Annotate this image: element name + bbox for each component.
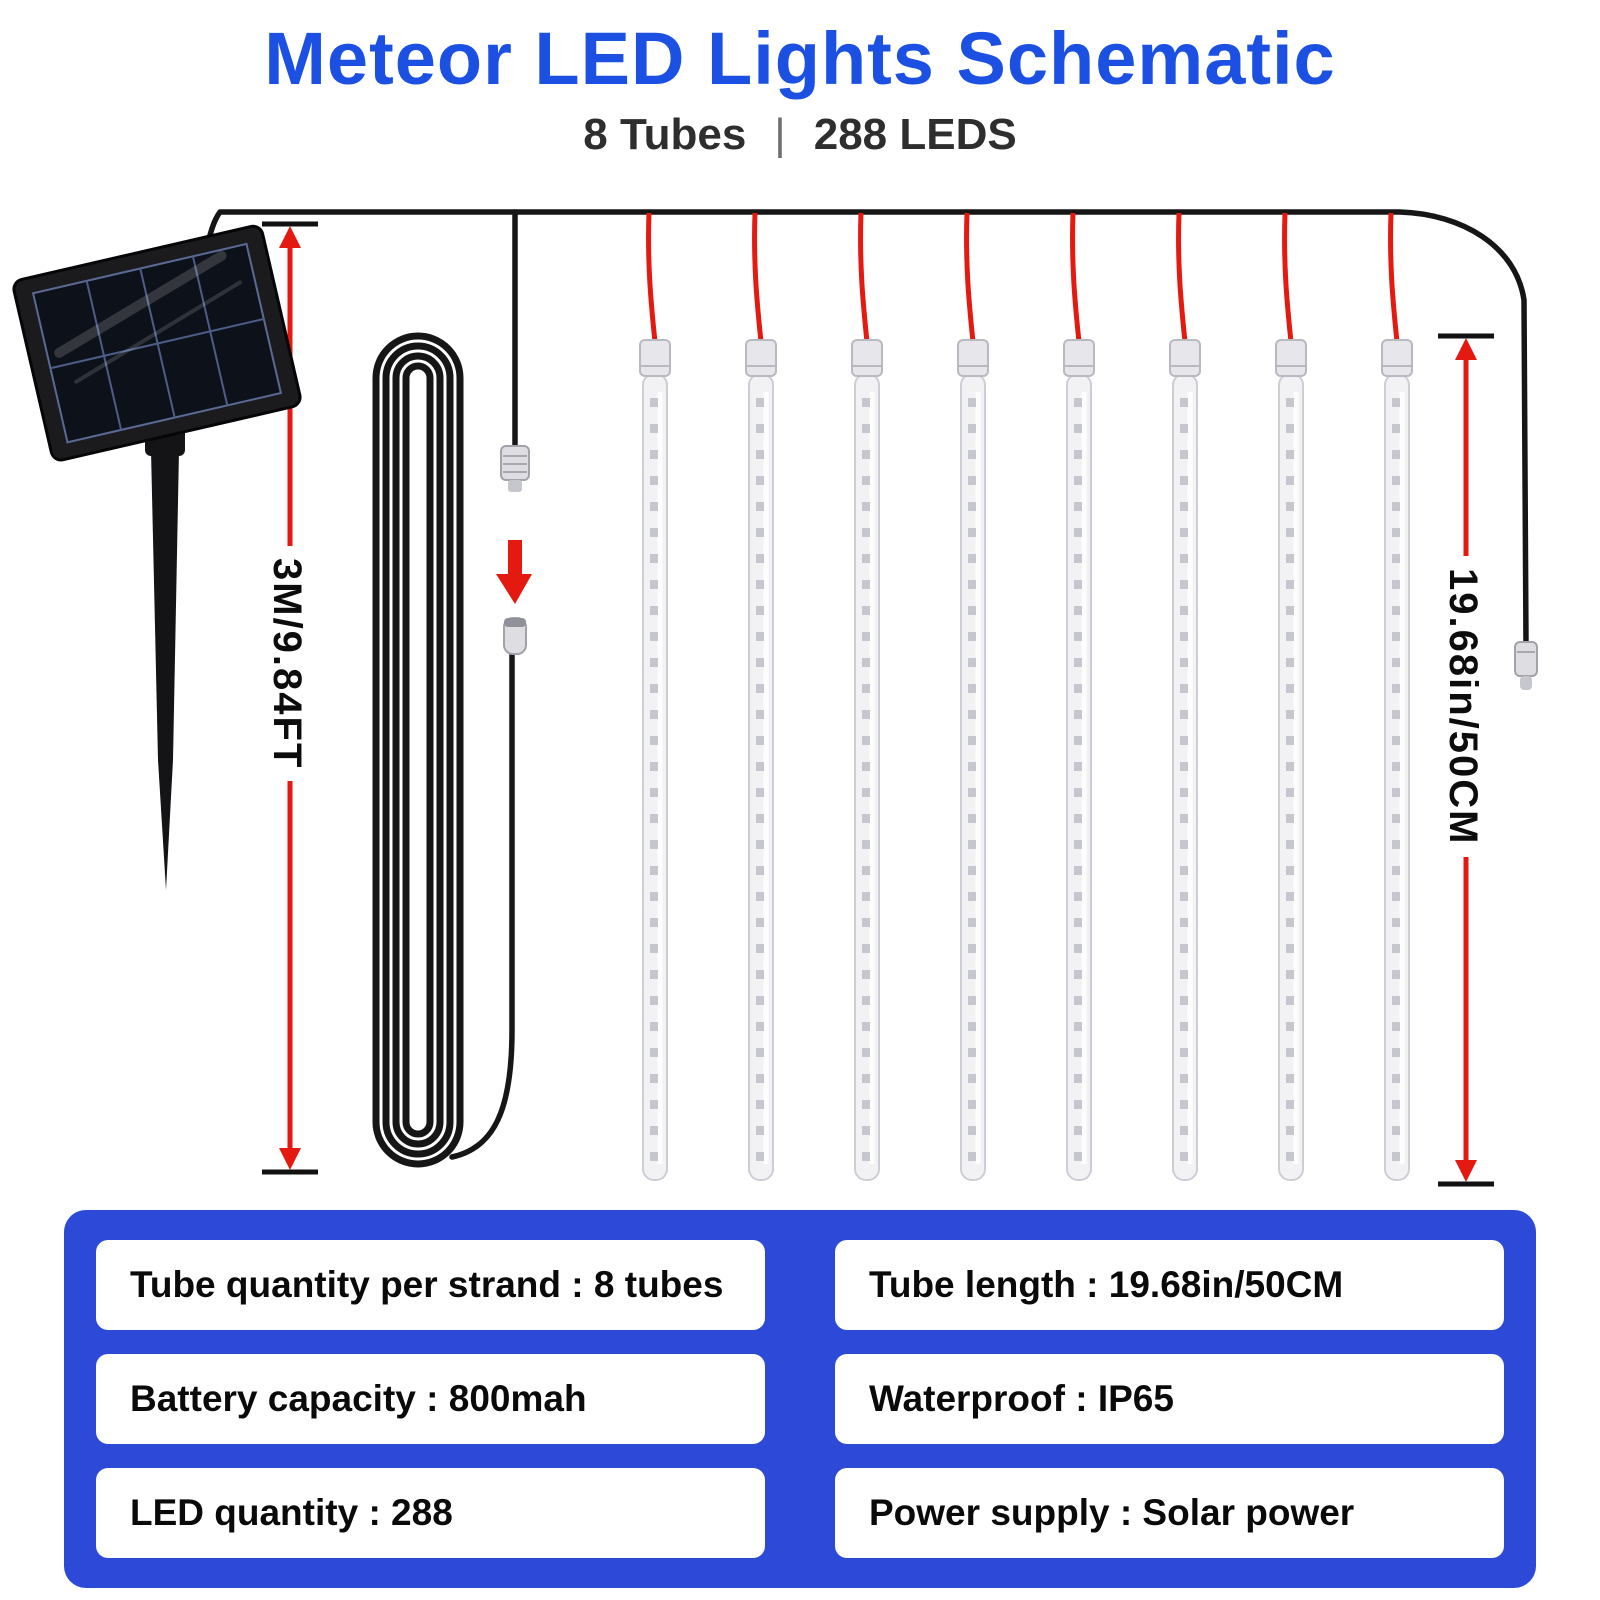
spec-cell-waterproof: Waterproof : IP65	[835, 1354, 1504, 1444]
spec-cell-power-supply: Power supply : Solar power	[835, 1468, 1504, 1558]
led-tube	[958, 213, 988, 1180]
spec-cell-tube-length: Tube length : 19.68in/50CM	[835, 1240, 1504, 1330]
spec-cell-battery-capacity: Battery capacity : 800mah	[96, 1354, 765, 1444]
subtitle: 8 Tubes | 288 LEDS	[0, 110, 1600, 160]
subtitle-divider: |	[774, 110, 786, 159]
solar-panel	[12, 224, 302, 462]
connector-tail-wire	[449, 651, 515, 1160]
led-tube	[1382, 213, 1412, 1180]
connector-male	[500, 445, 530, 492]
subtitle-tubes: 8 Tubes	[583, 110, 747, 159]
led-tube	[1170, 213, 1200, 1180]
subtitle-leds: 288 LEDS	[813, 110, 1017, 159]
dimension-label-right: 19.68in/50CM	[1436, 556, 1489, 858]
arrow-down-icon	[496, 540, 532, 604]
dimension-label-left: 3M/9.84FT	[260, 546, 313, 782]
coiled-wire	[372, 332, 464, 1168]
led-tube	[640, 213, 670, 1180]
led-tube	[1064, 213, 1094, 1180]
led-tube	[852, 213, 882, 1180]
spec-cell-led-quantity: LED quantity : 288	[96, 1468, 765, 1558]
led-tube	[1276, 213, 1306, 1180]
ground-stake	[145, 424, 185, 890]
connector-female	[503, 617, 527, 655]
led-tube	[746, 213, 776, 1180]
led-tubes	[640, 213, 1412, 1180]
end-connector	[1514, 641, 1538, 690]
main-wire	[201, 209, 1529, 647]
spec-table: Tube quantity per strand : 8 tubes Tube …	[64, 1210, 1536, 1588]
spec-cell-tube-quantity: Tube quantity per strand : 8 tubes	[96, 1240, 765, 1330]
page-title: Meteor LED Lights Schematic	[264, 17, 1336, 100]
